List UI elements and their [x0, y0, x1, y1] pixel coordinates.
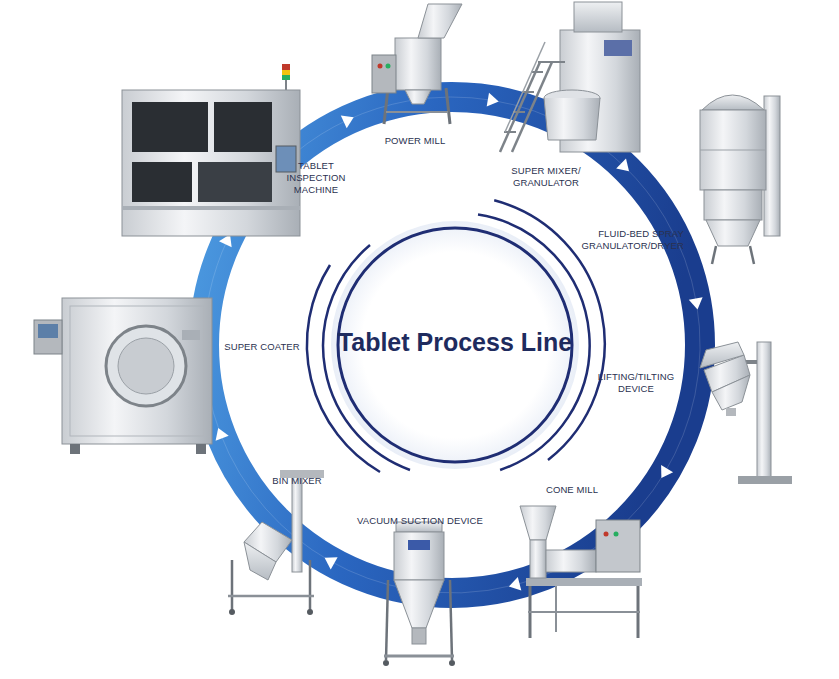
station-name: POWER MILL: [372, 135, 458, 147]
station-name: FLUID-BED SPRAY GRANULATOR/DRYER: [570, 228, 684, 252]
vacuum-suction-machine: [383, 522, 455, 666]
station-label: POWER MILL: [372, 135, 458, 147]
inspection-machine: [122, 64, 300, 236]
flow-arc: [610, 395, 695, 536]
inner-arc: [323, 245, 410, 470]
station-label: SUPER MIXER/ GRANULATOR: [492, 165, 600, 189]
fluid-bed-dryer-machine: [700, 95, 780, 264]
arrow-head: [216, 428, 229, 441]
flow-connector: [204, 348, 266, 509]
arrow-head: [325, 557, 338, 569]
bin-mixer-machine: [228, 470, 324, 615]
station-name: LIFTING/TILTING DEVICE: [588, 371, 684, 395]
flow-arc: [204, 348, 266, 509]
station-name: CONE MILL: [532, 484, 612, 496]
lifting-device-machine: [700, 342, 792, 484]
power-mill-machine: [372, 4, 462, 124]
station-name: SUPER COATER: [220, 341, 304, 353]
diagram-title: Tablet Process Line: [305, 327, 605, 357]
arrow-head: [689, 297, 703, 309]
station-label: SUPER COATER: [220, 341, 304, 353]
arrow-head: [341, 116, 354, 129]
station-label: TABLET INSPECTION MACHINE: [281, 160, 351, 196]
ring-band: [204, 97, 700, 593]
station-name: TABLET INSPECTION MACHINE: [281, 160, 351, 196]
station-label: VACUUM SUCTION DEVICE: [340, 515, 500, 527]
super-coater-machine: [34, 298, 212, 454]
flow-connector: [610, 395, 695, 536]
arrow-head: [487, 93, 499, 107]
station-label: FLUID-BED SPRAY GRANULATOR/DRYER: [570, 228, 684, 252]
cone-mill-machine: [520, 506, 642, 638]
station-name: SUPER MIXER/ GRANULATOR: [492, 165, 600, 189]
station-label: CONE MILL: [532, 484, 612, 496]
arrow-head: [509, 577, 521, 591]
arrow-head: [616, 159, 629, 172]
inner-arc: [307, 265, 380, 472]
super-mixer-machine: [500, 2, 640, 152]
arrow-head: [661, 465, 673, 478]
station-label: BIN MIXER: [260, 475, 334, 487]
station-name: BIN MIXER: [260, 475, 334, 487]
station-label: LIFTING/TILTING DEVICE: [588, 371, 684, 395]
station-name: VACUUM SUCTION DEVICE: [340, 515, 500, 527]
